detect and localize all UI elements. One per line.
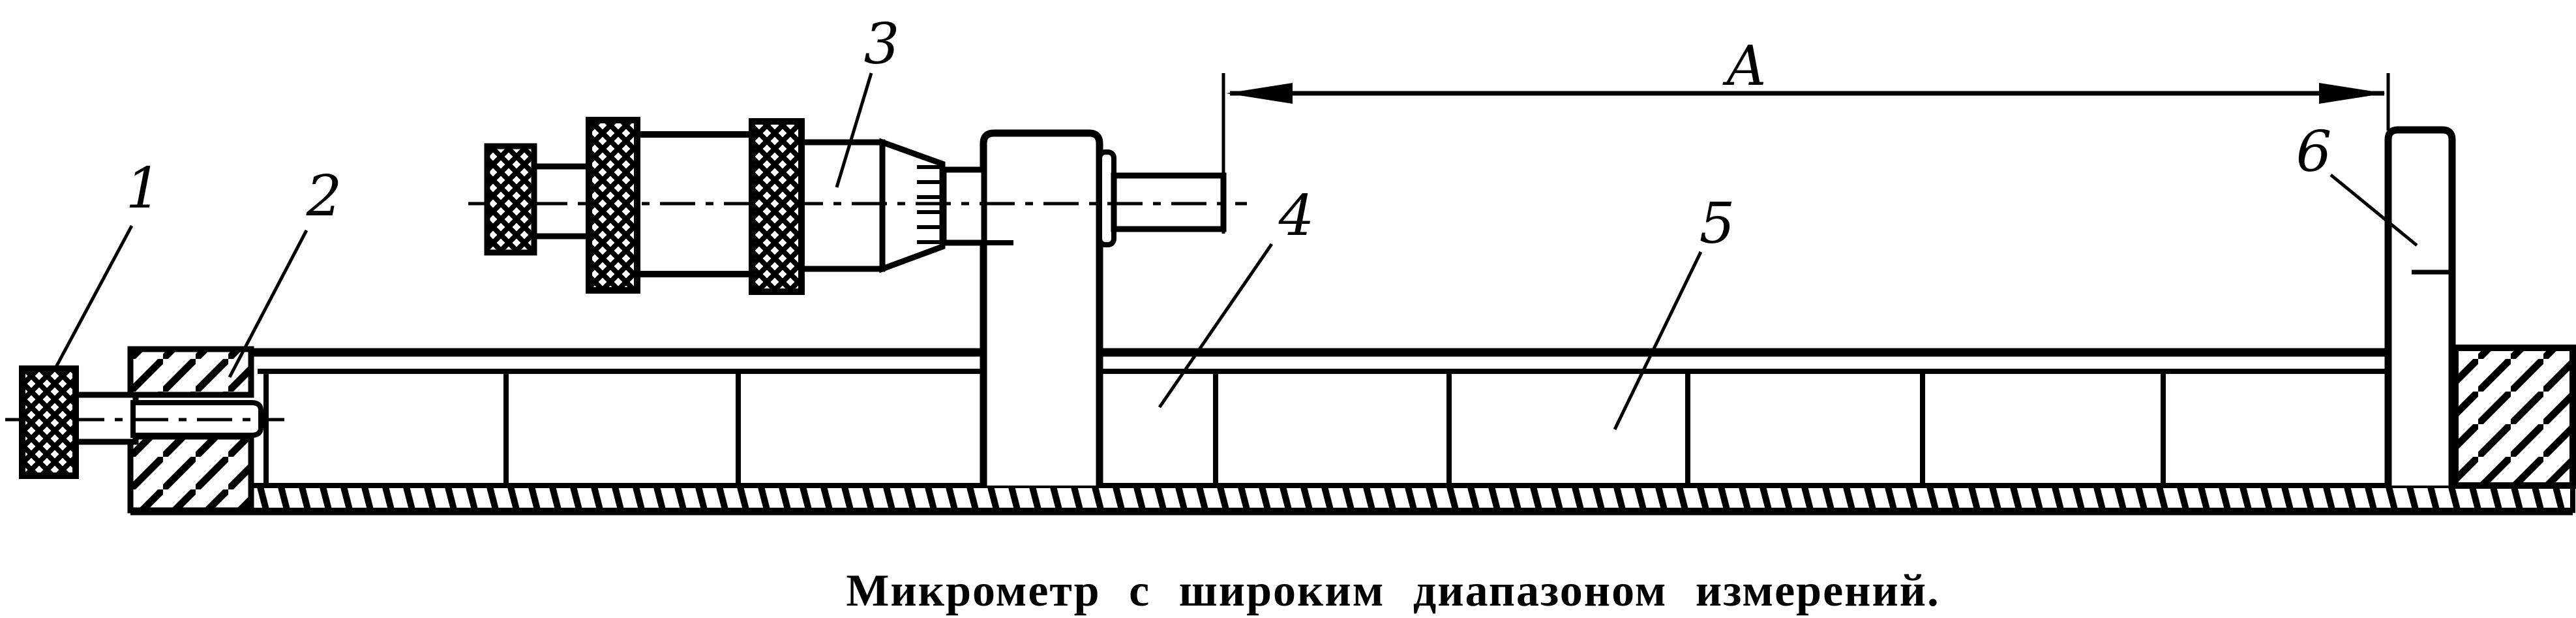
callout-6: 6 (2296, 119, 2332, 185)
leader-line-5 (1613, 251, 1703, 431)
arrowhead-left-icon (1226, 83, 1293, 104)
leader-line-3 (835, 72, 873, 188)
right-anvil-post (2384, 126, 2456, 486)
clamp-screw-assembly (5, 365, 284, 479)
right-abutment-block-hatched (2452, 345, 2576, 489)
arrowhead-right-icon (2319, 83, 2386, 104)
callouts: 1 2 3 4 5 6 (53, 12, 2418, 431)
anvil-post-body (2384, 126, 2456, 486)
gauge-block-dividers (263, 371, 2166, 486)
leader-line-4 (1158, 243, 1274, 409)
knurled-ring-right (749, 118, 805, 295)
micrometer-thimble-body (798, 139, 886, 272)
leader-line-2 (228, 229, 308, 379)
leader-line-6 (2329, 174, 2418, 247)
ratchet-stem (531, 163, 592, 239)
base-assembly (127, 345, 2576, 516)
left-clamp-bracket-lower (127, 433, 254, 514)
micrometer-head-assembly (468, 117, 1247, 486)
dimension-letter: А (1722, 34, 1767, 98)
ratchet-knurled-knob (484, 143, 537, 256)
center-post-housing (980, 129, 1103, 486)
callout-4: 4 (1278, 183, 1315, 249)
leader-line-1 (53, 224, 134, 371)
spindle-sleeve (940, 166, 987, 246)
base-sole-hatched-strip (128, 483, 2575, 513)
callout-5: 5 (1700, 191, 1735, 256)
callout-1: 1 (126, 156, 162, 221)
knurled-thumb-knob (19, 365, 79, 479)
knurled-ring-left (586, 117, 640, 294)
callout-3: 3 (864, 12, 900, 77)
callout-2: 2 (306, 164, 342, 229)
figure-caption: Микрометр с широким диапазоном измерений… (846, 566, 1939, 616)
thimble-scale-ticks (917, 165, 940, 244)
dimension-A: А (1221, 34, 2390, 234)
thimble-taper (879, 138, 946, 273)
